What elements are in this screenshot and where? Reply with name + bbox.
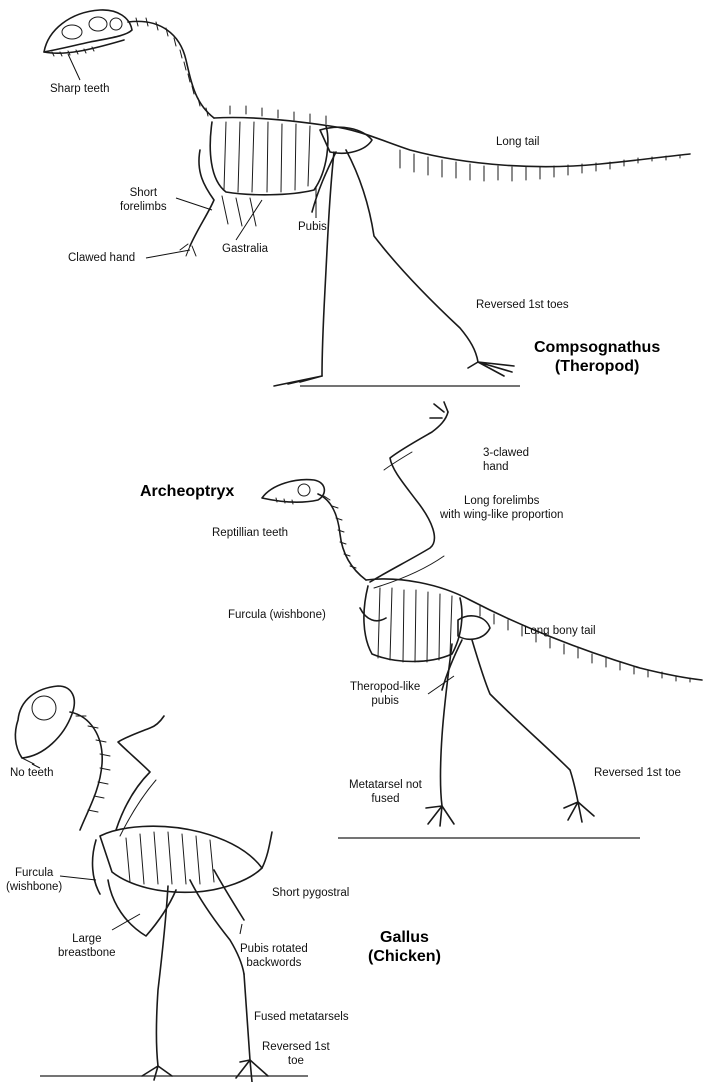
archeopteryx-leaders <box>428 676 454 694</box>
label-pubis-rotated: Pubis rotated backwords <box>240 942 308 970</box>
title-gallus: Gallus (Chicken) <box>368 928 441 966</box>
label-long-forelimbs: Long forelimbs with wing-like proportion <box>440 494 563 522</box>
label-theropod-like-pubis: Theropod-like pubis <box>350 680 420 708</box>
label-reversed-first-toe-gallus: Reversed 1st toe <box>262 1040 330 1068</box>
label-short-pygostral: Short pygostral <box>272 886 349 900</box>
label-long-bony-tail: Long bony tail <box>524 624 596 638</box>
label-pubis: Pubis <box>298 220 327 234</box>
label-large-breastbone: Large breastbone <box>58 932 116 960</box>
title-archeopteryx: Archeoptryx <box>140 482 234 501</box>
label-clawed-hand: Clawed hand <box>68 251 135 265</box>
label-reptilian-teeth: Reptillian teeth <box>212 526 288 540</box>
label-3-clawed-hand: 3-clawed hand <box>483 446 529 474</box>
label-gastralia: Gastralia <box>222 242 268 256</box>
label-furcula-archeopteryx: Furcula (wishbone) <box>228 608 326 622</box>
label-short-forelimbs: Short forelimbs <box>120 186 167 214</box>
label-furcula-gallus: Furcula (wishbone) <box>6 866 62 894</box>
title-compsognathus: Compsognathus (Theropod) <box>534 338 660 376</box>
label-no-teeth: No teeth <box>10 766 53 780</box>
label-long-tail: Long tail <box>496 135 539 149</box>
label-fused-metatarsels: Fused metatarsels <box>254 1010 349 1024</box>
label-sharp-teeth: Sharp teeth <box>50 82 109 96</box>
label-reversed-first-toes: Reversed 1st toes <box>476 298 569 312</box>
label-reversed-first-toe-archeopteryx: Reversed 1st toe <box>594 766 681 780</box>
label-metatarsel-not-fused: Metatarsel not fused <box>349 778 422 806</box>
